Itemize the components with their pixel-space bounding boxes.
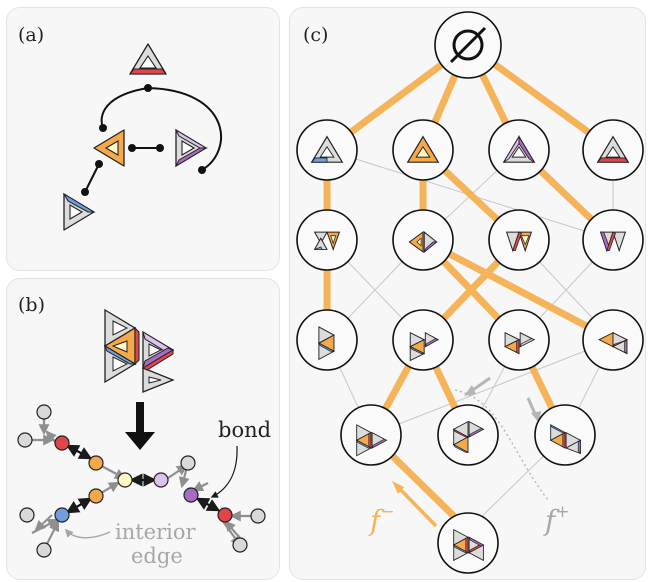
triple-icon-3 bbox=[504, 331, 536, 355]
pair-icon-2 bbox=[408, 231, 438, 253]
pair-icon-4 bbox=[599, 231, 627, 253]
f-minus-label: f− bbox=[370, 502, 395, 537]
f-plus-label: f+ bbox=[545, 502, 570, 537]
f-minus-sup: − bbox=[380, 502, 395, 522]
orange-triangle-icon bbox=[93, 129, 125, 167]
lattice-thin-edges bbox=[326, 149, 614, 531]
quad-icon-1 bbox=[355, 424, 388, 457]
f-plus-letter: f bbox=[545, 504, 556, 537]
purple-triangle-icon bbox=[174, 128, 208, 168]
assembled-cluster-icon bbox=[103, 308, 175, 393]
purple-single-icon bbox=[502, 135, 536, 163]
panel-c-label: (c) bbox=[303, 24, 329, 46]
f-minus-letter: f bbox=[370, 504, 381, 537]
red-triangle-icon bbox=[128, 43, 168, 75]
triple-icon-1 bbox=[317, 326, 335, 361]
panel-b-label: (b) bbox=[18, 294, 45, 316]
empty-set-icon bbox=[449, 26, 487, 64]
f-plus-sup: + bbox=[555, 502, 570, 522]
panel-a bbox=[6, 7, 280, 271]
full-assembly-icon bbox=[452, 528, 485, 562]
red-single-icon bbox=[596, 135, 630, 163]
bond-label: bond bbox=[218, 418, 272, 442]
interior-edge-label-line2: edge bbox=[131, 544, 183, 568]
quad-icon-3 bbox=[549, 424, 582, 455]
panel-b-diagram bbox=[17, 308, 266, 558]
panel-a-label: (a) bbox=[18, 24, 45, 46]
interior-edge-label-line1: interior bbox=[115, 520, 196, 544]
blue-single-icon bbox=[310, 135, 344, 163]
orange-single-icon bbox=[406, 135, 440, 163]
pair-icon-1 bbox=[313, 231, 341, 251]
panel-a-diagram bbox=[62, 43, 223, 231]
pair-icon-3 bbox=[505, 231, 533, 253]
triple-icon-4 bbox=[598, 331, 628, 355]
blue-triangle-icon bbox=[62, 192, 96, 231]
triple-icon-2 bbox=[409, 331, 440, 362]
quad-icon-2 bbox=[452, 420, 485, 454]
f-minus-arrow bbox=[396, 485, 438, 528]
graph-nodes bbox=[17, 404, 266, 558]
